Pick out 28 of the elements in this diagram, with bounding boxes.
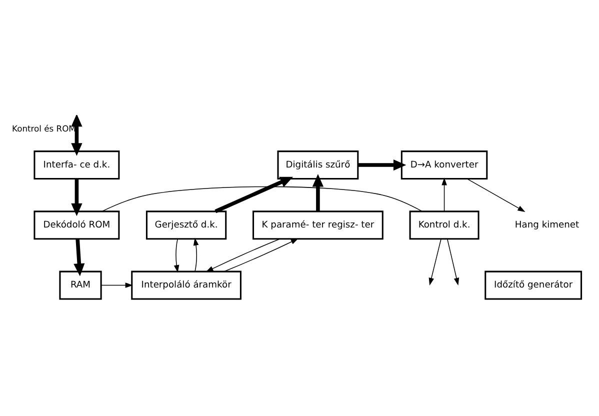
node-text: Hang kimenet [514,220,580,230]
arrow [446,238,460,286]
arrow [428,238,442,286]
node-box: Dekódoló ROM [34,210,120,240]
node-box: Időzítő generátor [484,270,582,300]
arrow [214,176,294,213]
arrow [442,177,447,212]
arrow [100,282,133,288]
arrow [193,237,199,272]
node-box: Interfa- ce d.k. [34,150,120,179]
node-box: Gerjesztő d.k. [146,210,227,240]
arrow [174,238,180,272]
arrow [71,178,82,216]
node-box: Interpoláló áramkör [131,270,242,300]
node-box: RAM [59,270,102,300]
arrow [358,158,406,170]
arrow [312,174,324,211]
node-box: Kontrol d.k. [409,210,480,240]
arrow [74,238,85,276]
node-box: D→A konverter [400,150,488,179]
arrow [71,114,82,156]
arrow [466,178,526,212]
node-box: Digitális szűrő [277,150,359,179]
node-box: K paramé- ter regisz- ter [252,210,384,240]
edge-label: Kontrol és ROM [12,123,76,134]
arrow [224,238,298,272]
connector [101,186,423,212]
arrow [206,238,280,272]
